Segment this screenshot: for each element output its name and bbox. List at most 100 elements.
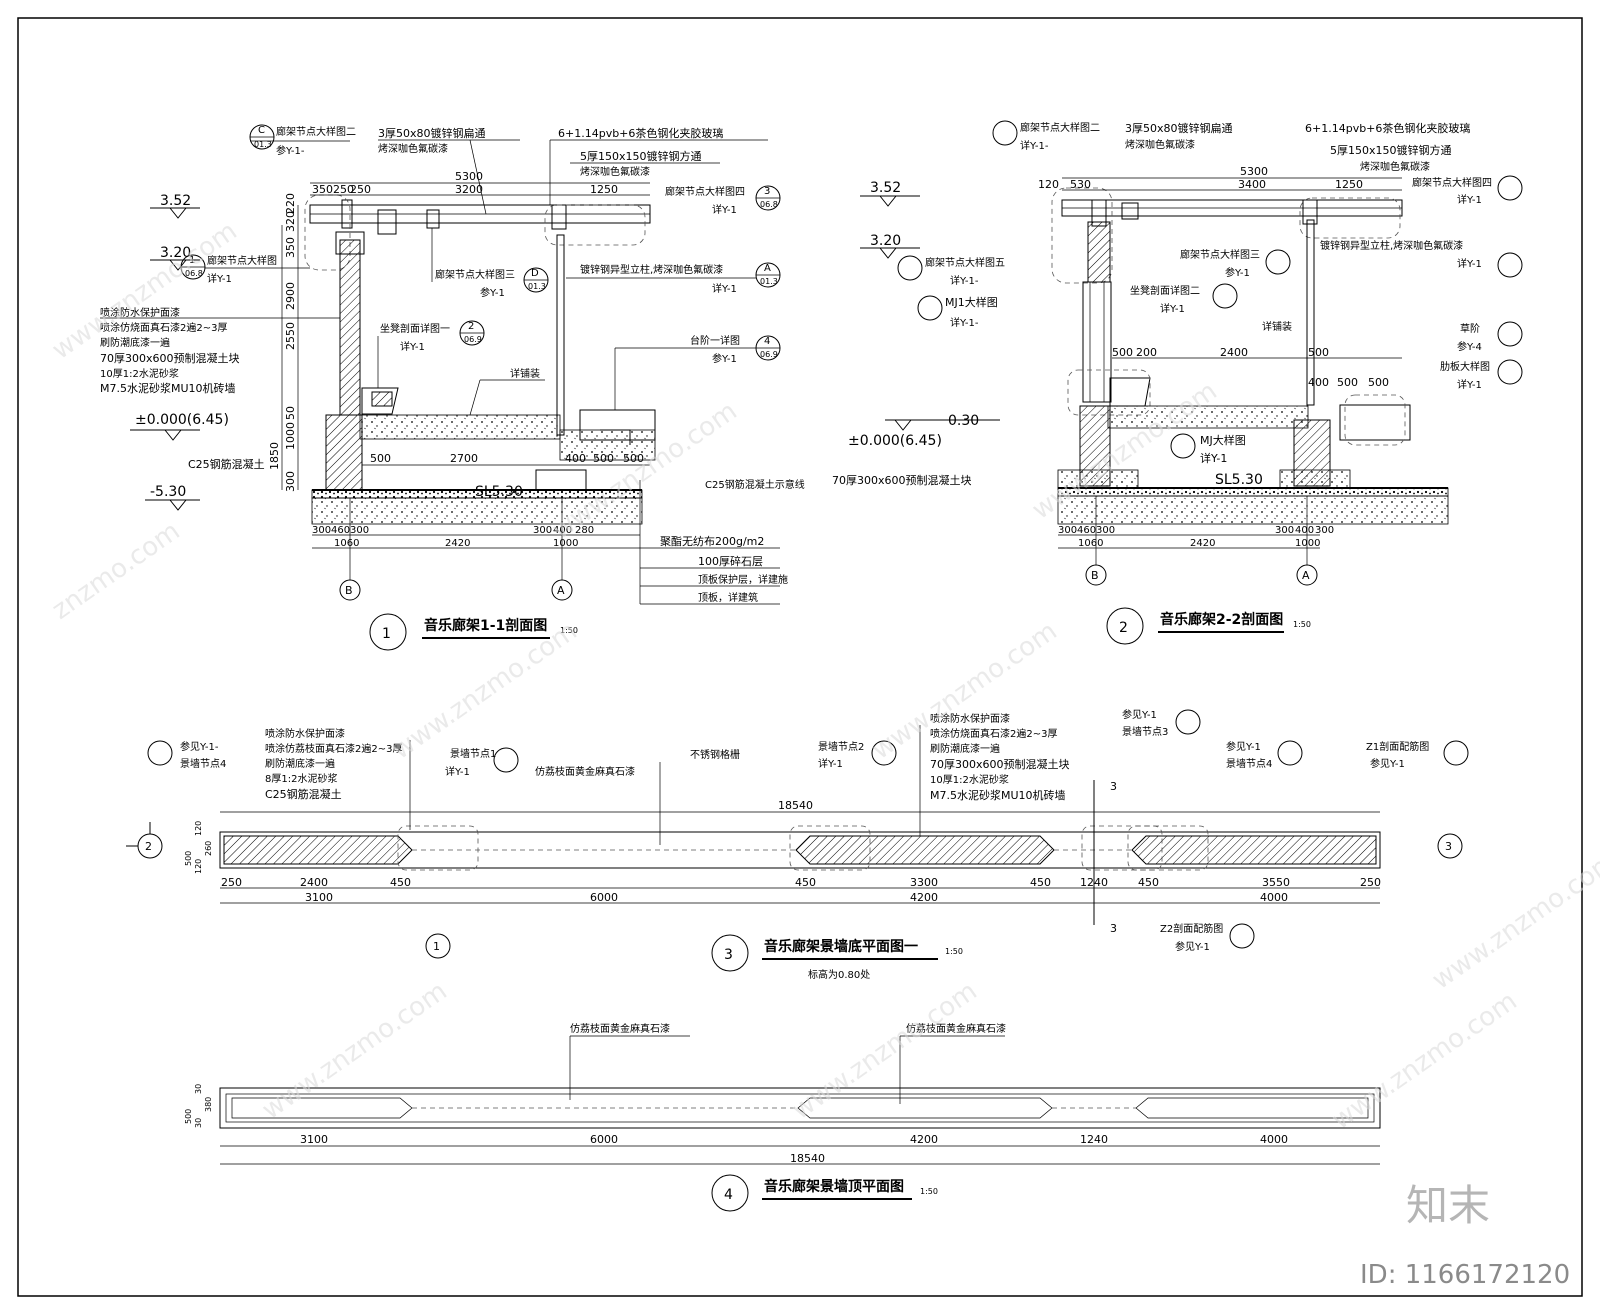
dim-f300: 300 — [312, 525, 331, 536]
dim-1250: 1250 — [590, 183, 618, 196]
dim2-120: 120 — [1038, 178, 1059, 191]
dim-f460: 460 — [331, 525, 350, 536]
title-2: 音乐廊架2-2剖面图 — [1160, 611, 1283, 628]
label3-z1-ref: 参见Y-1 — [1370, 757, 1405, 770]
dim-b2700: 2700 — [450, 452, 478, 465]
label2-steel150: 5厚150x150镀锌钢方通 — [1330, 143, 1452, 157]
label3-stone: 喷涂仿荔枝面真石漆2遍2~3厚 — [265, 742, 402, 755]
label2-rib-ref: 详Y-1 — [1457, 378, 1482, 391]
label-step-1: 台阶一详图 — [690, 334, 740, 347]
label2-grass-ref: 参Y-4 — [1457, 340, 1482, 353]
floor-slab-1 — [359, 414, 561, 440]
dim-f400: 400 — [553, 525, 572, 536]
label-node4-1: 廊架节点大样图四 — [665, 185, 745, 198]
label3-node1-ref: 详Y-1 — [445, 765, 470, 778]
steel-column-1 — [556, 234, 565, 436]
label2-node2: 廊架节点大样图二 — [1020, 121, 1100, 134]
label3-z2-ref: 参见Y-1 — [1175, 940, 1210, 953]
dim-b500: 500 — [370, 452, 391, 465]
label-brick-1: M7.5水泥砂浆MU10机砖墙 — [100, 381, 236, 395]
label2-node3-ref: 参Y-1 — [1225, 266, 1250, 279]
label-node2-ref-1: 参Y-1- — [276, 144, 305, 157]
dim2-1250: 1250 — [1335, 178, 1363, 191]
label3-node3: 景墙节点3 — [1122, 725, 1168, 738]
ref-a-1: A — [764, 263, 771, 274]
dim3-l120: 120 — [194, 821, 203, 836]
label-protect-1: 顶板保护层，详建施 — [698, 573, 788, 586]
label-block-1: 70厚300x600预制混凝土块 — [100, 351, 240, 365]
ref-013-1: 01.3 — [254, 140, 272, 149]
dim-1000: 1000 — [284, 422, 297, 450]
dim-f2420: 2420 — [445, 538, 470, 549]
ref-d-1: D — [531, 268, 539, 279]
ref-4-1: 4 — [764, 336, 770, 347]
label3-mortar8: 8厚1:2水泥砂浆 — [265, 772, 337, 785]
brand-logo: 知末 — [1406, 1181, 1490, 1230]
dim3-a450d: 450 — [1138, 876, 1159, 889]
dim2-f460: 460 — [1077, 525, 1096, 536]
dim2-3400: 3400 — [1238, 178, 1266, 191]
label3-primer: 刷防潮底漆一遍 — [265, 757, 335, 770]
elev-352-1: 3.52 — [160, 193, 191, 209]
dim2-f300b: 300 — [1096, 525, 1115, 536]
label-stone-1: 喷涂仿烧面真石漆2遍2~3厚 — [100, 321, 227, 334]
dim2-f400: 400 — [1295, 525, 1314, 536]
dim3-a450b: 450 — [795, 876, 816, 889]
dim2-f1000: 1000 — [1295, 538, 1320, 549]
label2-paint2: 烤深咖色氟碳漆 — [1360, 160, 1430, 173]
image-id: ID: 1166172120 — [1360, 1260, 1570, 1290]
dim3-a3300: 3300 — [910, 876, 938, 889]
dim4-18540: 18540 — [790, 1152, 825, 1165]
watermark-4: znzmo.com — [47, 516, 186, 626]
label4-granite1: 仿荔枝面黄金麻真石漆 — [570, 1022, 670, 1035]
dim4-4200: 4200 — [910, 1133, 938, 1146]
elev2-030: 0.30 — [948, 413, 979, 429]
label3-node2-ref: 详Y-1 — [818, 757, 843, 770]
title-scale-4: 1:50 — [920, 1187, 938, 1196]
dim3-18540: 18540 — [778, 799, 813, 812]
ref-068-1: 06.8 — [760, 200, 778, 209]
watermark-7: www.znzmo.com — [1427, 846, 1600, 996]
dim4-l30b: 30 — [194, 1118, 203, 1128]
label-paint-1: 烤深咖色氟碳漆 — [378, 142, 448, 155]
dim-350v: 350 — [284, 237, 297, 258]
dim4-l30: 30 — [194, 1084, 203, 1094]
dim3-a450c: 450 — [1030, 876, 1051, 889]
label2-node4-ref: 详Y-1 — [1457, 193, 1482, 206]
watermark-10: www.znzmo.com — [1327, 986, 1523, 1136]
label3-waterproof: 喷涂防水保护面漆 — [265, 727, 345, 740]
label3-brick: M7.5水泥砂浆MU10机砖墙 — [930, 788, 1066, 802]
dim2-f300: 300 — [1058, 525, 1077, 536]
label3-grille: 不锈钢格栅 — [690, 748, 740, 761]
elev-zero-1: ±0.000(6.45) — [135, 412, 229, 428]
label-glass-1: 6+1.14pvb+6茶色钢化夹胶玻璃 — [558, 126, 723, 140]
label2-node4: 廊架节点大样图四 — [1412, 176, 1492, 189]
label3-node4: 景墙节点4 — [180, 757, 226, 770]
label3-ref-left: 参见Y-1- — [180, 740, 219, 753]
title-3: 音乐廊架景墙底平面图一 — [764, 938, 918, 955]
elev2-320: 3.20 — [870, 233, 901, 249]
dim3-a250b: 250 — [1360, 876, 1381, 889]
label-pipe-1: 3厚50x80镀锌钢扁通 — [378, 126, 486, 140]
label-primer-1: 刷防潮底漆一遍 — [100, 336, 170, 349]
label3-c25: C25钢筋混凝土 — [265, 787, 342, 801]
title-scale-1: 1:50 — [560, 626, 578, 635]
dim3-a250: 250 — [221, 876, 242, 889]
elev2-zero: ±0.000(6.45) — [848, 433, 942, 449]
dim4-4000: 4000 — [1260, 1133, 1288, 1146]
label2-mj: MJ大样图 — [1200, 433, 1246, 447]
ref-013c-1: 01.3 — [760, 277, 778, 286]
section-1-1: 5300 3200 1250 350 250 250 2900 2550 100… — [100, 124, 805, 651]
dim-2900: 2900 — [284, 282, 297, 310]
label2-block: 70厚300x600预制混凝土块 — [832, 473, 972, 487]
ref-2-1: 2 — [468, 321, 474, 332]
label2-bench-ref: 详Y-1 — [1160, 302, 1185, 315]
dim-b500b: 500 — [623, 452, 644, 465]
dim2-m500: 500 — [1112, 346, 1133, 359]
axis-a-2: A — [1302, 569, 1310, 582]
dim4-6000: 6000 — [590, 1133, 618, 1146]
label2-pipe: 3厚50x80镀锌钢扁通 — [1125, 121, 1233, 135]
label-fabric-1: 聚酯无纺布200g/m2 — [660, 534, 764, 548]
watermark-9: www.znzmo.com — [787, 976, 983, 1126]
label2-bench: 坐凳剖面详图二 — [1130, 284, 1200, 297]
